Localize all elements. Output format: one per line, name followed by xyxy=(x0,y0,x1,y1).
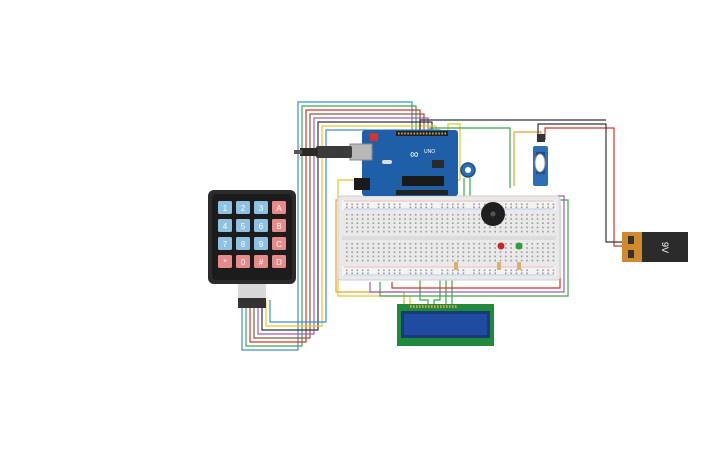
wire-keypad-7 xyxy=(265,125,437,327)
keypad-key-label: D xyxy=(276,258,282,267)
keypad-key-label: 6 xyxy=(259,222,264,231)
wire-servo-red xyxy=(544,127,622,247)
keypad-key-label: C xyxy=(276,240,282,249)
keypad-key[interactable]: 7 xyxy=(218,237,232,250)
keypad-key-label: 0 xyxy=(241,258,246,267)
breadboard-rail-top xyxy=(342,200,556,210)
wire-keypad-1 xyxy=(241,101,413,351)
wire-servo-black xyxy=(537,123,622,243)
arduino-header-bottom xyxy=(396,190,448,195)
keypad-key[interactable]: 6 xyxy=(254,219,268,232)
led-green-icon xyxy=(515,242,523,250)
lcd-pins xyxy=(410,305,457,308)
wire-keypad-4 xyxy=(253,113,425,339)
usb-cable xyxy=(294,146,352,158)
keypad-key-label: 7 xyxy=(223,240,228,249)
keypad-key[interactable]: B xyxy=(272,219,286,232)
keypad-key[interactable]: # xyxy=(254,255,268,268)
lcd-display xyxy=(397,304,494,346)
keypad-key[interactable]: 2 xyxy=(236,201,250,214)
arduino-chip xyxy=(402,176,444,186)
svg-text:∞: ∞ xyxy=(410,147,419,161)
keypad-key[interactable]: 9 xyxy=(254,237,268,250)
wire-lcd-4 xyxy=(433,270,441,305)
keypad[interactable]: 1 2 3 A 4 5 6 B 7 8 9 C * 0 # D xyxy=(208,190,296,308)
keypad-key-label: 8 xyxy=(241,240,246,249)
keypad-key[interactable]: 3 xyxy=(254,201,268,214)
svg-text:9V: 9V xyxy=(660,242,670,253)
keypad-ribbon xyxy=(238,284,266,300)
resistor-2 xyxy=(497,262,501,270)
usb-connector-icon xyxy=(349,143,373,161)
svg-text:UNO: UNO xyxy=(424,149,435,155)
keypad-key-label: 9 xyxy=(259,240,264,249)
led-red-icon xyxy=(497,242,505,250)
keypad-key-label: # xyxy=(259,258,264,267)
keypad-key-label: A xyxy=(276,204,282,213)
keypad-key-label: 3 xyxy=(259,204,264,213)
keypad-key-label: 2 xyxy=(241,204,246,213)
breadboard-holes xyxy=(346,203,555,275)
breadboard-channel xyxy=(342,236,556,240)
resistor-1 xyxy=(454,262,458,270)
keypad-keys: 1 2 3 A 4 5 6 B 7 8 9 C * 0 # D xyxy=(218,201,286,268)
keypad-key-label: B xyxy=(276,222,281,231)
breadboard xyxy=(337,195,561,281)
resistor-3 xyxy=(517,262,521,270)
keypad-key[interactable]: 5 xyxy=(236,219,250,232)
battery-9v: 9V xyxy=(622,232,688,262)
potentiometer-icon[interactable] xyxy=(460,162,476,178)
arduino-uno[interactable]: ∞ UNO xyxy=(349,130,458,196)
header-pins xyxy=(398,132,447,135)
arduino-cap xyxy=(432,160,444,168)
buzzer-icon xyxy=(481,202,505,226)
keypad-key-label: 4 xyxy=(223,222,228,231)
keypad-key[interactable]: 8 xyxy=(236,237,250,250)
keypad-key-label: 5 xyxy=(241,222,246,231)
arduino-header-top xyxy=(396,131,448,136)
arduino-logo-icon: ∞ UNO xyxy=(410,147,435,161)
wire-right-green xyxy=(379,199,569,297)
keypad-key-label: * xyxy=(223,258,226,267)
keypad-key[interactable]: D xyxy=(272,255,286,268)
breadboard-rail-bottom xyxy=(342,266,556,276)
wire-right-purple xyxy=(369,195,565,293)
keypad-key-label: 1 xyxy=(223,204,228,213)
keypad-key[interactable]: A xyxy=(272,201,286,214)
power-jack-icon xyxy=(354,178,370,190)
wire-keypad-6 xyxy=(261,121,433,331)
reset-button[interactable] xyxy=(370,133,378,141)
keypad-key[interactable]: 1 xyxy=(218,201,232,214)
keypad-key[interactable]: 4 xyxy=(218,219,232,232)
wire-servo-black-2 xyxy=(419,119,606,132)
arduino-crystal xyxy=(382,160,392,164)
keypad-key[interactable]: 0 xyxy=(236,255,250,268)
wire-lcd-3 xyxy=(419,270,429,305)
keypad-connector xyxy=(238,298,266,308)
keypad-key[interactable]: C xyxy=(272,237,286,250)
servo-icon xyxy=(533,134,548,186)
keypad-key[interactable]: * xyxy=(218,255,232,268)
